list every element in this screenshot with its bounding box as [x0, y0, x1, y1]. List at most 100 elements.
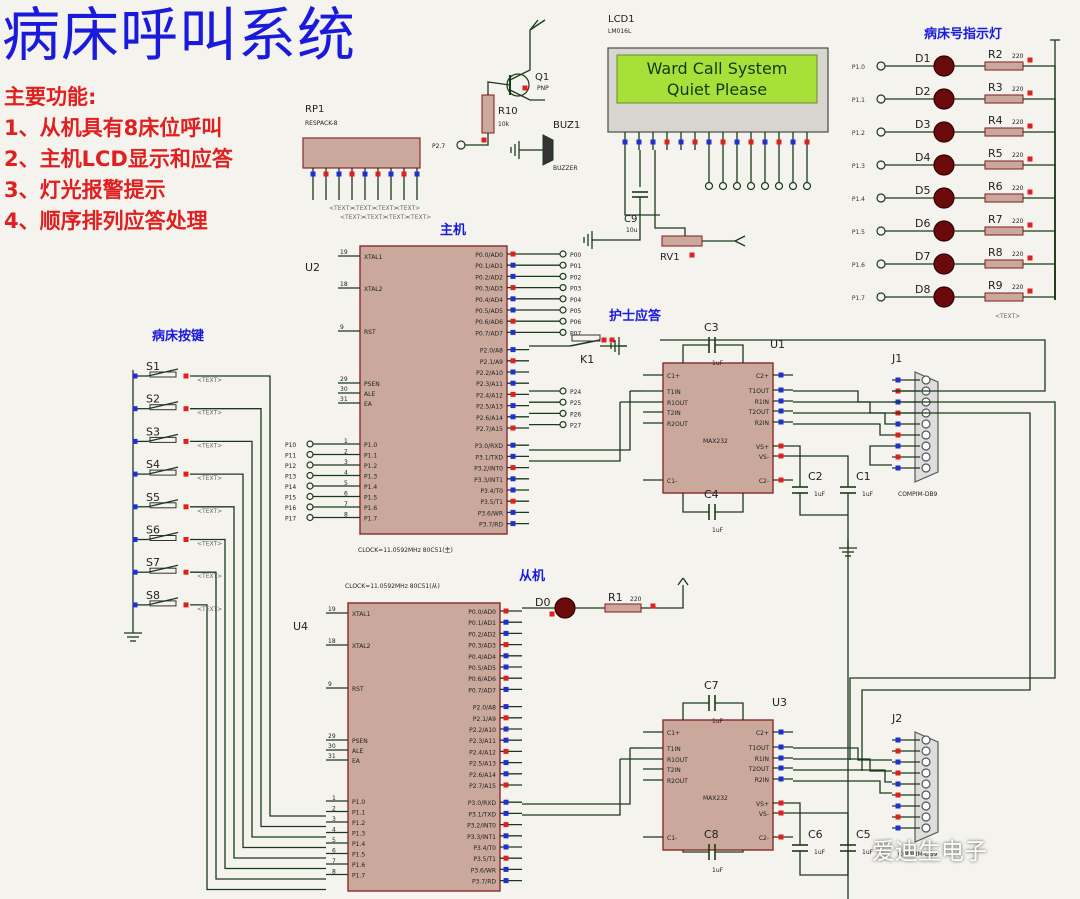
wire [799, 493, 848, 516]
pin-marker [895, 814, 901, 820]
pin-number: 7 [344, 501, 348, 508]
pin-marker [132, 504, 138, 510]
switch-lever [147, 597, 179, 606]
mcu-master-pin-label: P2.3/A11 [476, 381, 503, 388]
switch-wire [190, 375, 326, 817]
terminal [802, 181, 812, 191]
mcu-master-pin-label: P3.1/TXD [475, 454, 503, 461]
pin-marker [678, 139, 684, 145]
pin-number: 29 [340, 376, 348, 383]
mcu-master-pin-label: RST [364, 329, 376, 336]
net-label: P2.7 [432, 143, 445, 150]
lamp-resistor [984, 259, 1024, 269]
pin-marker [510, 498, 516, 504]
pin-marker [503, 630, 509, 636]
pin-marker [778, 800, 784, 806]
wire [1023, 164, 1056, 300]
mcu-master-pin-label: P1.5 [364, 495, 377, 502]
pin-marker [510, 453, 516, 459]
pin-marker [503, 619, 509, 625]
pin-marker [503, 771, 509, 777]
mcu-master-pin-label: P0.6/AD6 [475, 319, 503, 326]
max232-u3-ref: U3 [772, 696, 787, 709]
db9-j1-ref: J1 [891, 352, 902, 365]
pin-number: 9 [340, 324, 344, 331]
pin-number: 4 [332, 827, 336, 834]
pin-marker [895, 454, 901, 460]
mcu-slave-pin-label: PSEN [352, 738, 368, 745]
mcu-slave-pin-label: P3.7/RD [472, 879, 496, 886]
mcu-master-pin-label: P2.7/A15 [476, 426, 503, 433]
wire [487, 81, 511, 95]
pin-marker [1027, 90, 1033, 96]
max232-u1-pin-label: R1OUT [667, 400, 688, 407]
mcu-master-pin-label: P0.5/AD5 [475, 308, 503, 315]
pin-marker [778, 765, 784, 771]
net-label: P16 [285, 505, 296, 512]
mcu-master-pin-label: P2.5/A13 [476, 404, 503, 411]
mcu-master-pin-label: P2.2/A10 [476, 370, 503, 377]
pin-marker [132, 537, 138, 542]
max232-u1-pin-label: VS- [759, 454, 769, 461]
pin-marker [778, 834, 784, 840]
pin-number: 18 [340, 281, 348, 288]
mcu-master-pin-label: P3.3/INT1 [474, 477, 503, 484]
d0-ref: D0 [535, 596, 550, 609]
net-label: P27 [570, 423, 581, 430]
switch-wire [190, 440, 326, 838]
terminal [456, 140, 466, 150]
supply-arrow [529, 19, 546, 31]
r1-resistor [604, 603, 642, 613]
pin-marker [503, 715, 509, 721]
pin-number: 1 [332, 795, 336, 802]
pin-marker [720, 139, 726, 145]
pin-marker [895, 748, 901, 754]
led-indicator [933, 88, 955, 110]
pin-marker [895, 781, 901, 787]
pin-marker [510, 285, 516, 291]
pin-marker [510, 369, 516, 375]
pin-marker [1027, 222, 1033, 228]
cap-ref: C7 [704, 679, 719, 692]
wire [793, 390, 892, 403]
text-tag: <TEXT> [395, 205, 420, 212]
terminal [559, 421, 567, 429]
master-label: 主机 [440, 222, 466, 238]
switch-wire [190, 604, 326, 891]
net-label: P02 [570, 274, 581, 281]
mcu-master-pin-label: P3.5/T1 [480, 499, 503, 506]
wire [793, 455, 849, 487]
pin-marker [503, 855, 509, 861]
db9-j2-pin [921, 790, 931, 800]
mcu-slave-pin-label: P3.2/INT0 [467, 823, 496, 830]
supply-arrow [734, 240, 746, 247]
pin-marker [1027, 57, 1033, 63]
max232-u3-pin-label: VS- [759, 811, 769, 818]
wire [793, 780, 892, 794]
text-tag: <TEXT> [197, 475, 222, 482]
mcu-master-pin-label: P1.6 [364, 505, 377, 512]
lcd-ref: LCD1 [608, 14, 635, 25]
pin-marker [778, 419, 784, 425]
pin-marker [778, 477, 784, 483]
mcu-slave-pin-label: P2.2/A10 [469, 727, 496, 734]
wire [715, 850, 744, 853]
terminal [559, 284, 567, 292]
pin-marker [778, 398, 784, 404]
pin-marker [183, 373, 189, 379]
pin-marker [323, 171, 329, 177]
cap-ref: C3 [704, 321, 719, 334]
pin-marker [778, 387, 784, 393]
pin-number: 8 [332, 869, 336, 876]
net-label: P1.0 [852, 64, 865, 71]
terminal [306, 513, 314, 522]
max232-u1-part: MAX232 [703, 438, 728, 445]
net-label: P1.3 [852, 163, 865, 170]
pin-marker [895, 770, 901, 776]
max232-u1-ref: U1 [770, 338, 785, 351]
mcu-master-pin-label: P3.6/WR [478, 510, 503, 517]
bed-lamp-label: 病床号指示灯 [924, 26, 1002, 42]
mcu-master-pin-label: XTAL2 [364, 286, 383, 293]
pin-marker [778, 755, 784, 761]
mcu-master-pin-label: P1.7 [364, 516, 377, 523]
